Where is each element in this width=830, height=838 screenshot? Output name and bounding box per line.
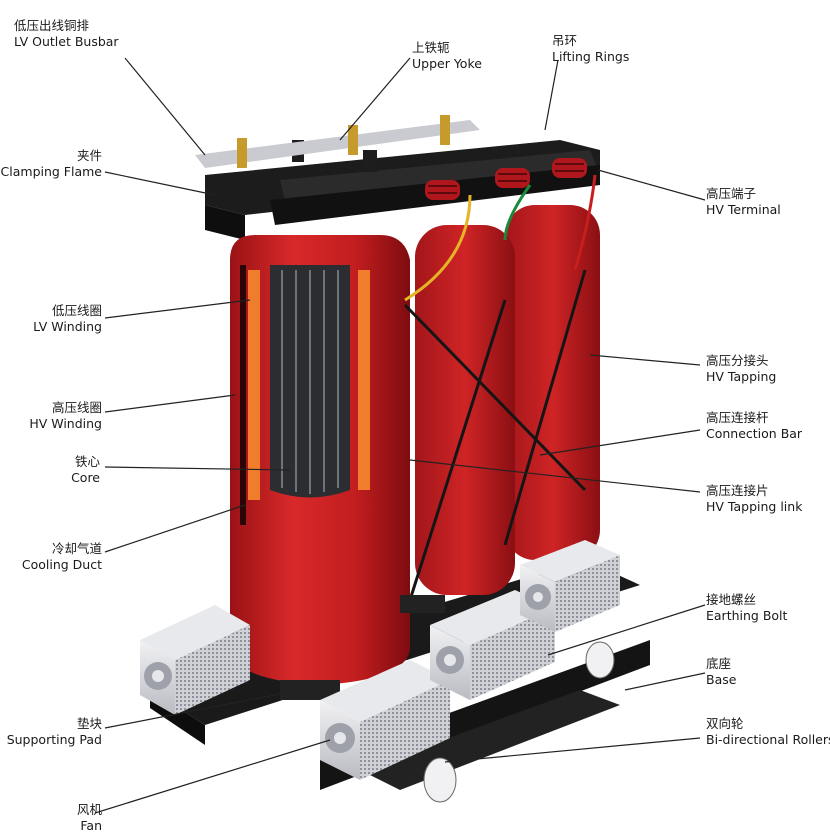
label-hv-tapping-link: 高压连接片 HV Tapping link: [706, 483, 802, 515]
label-cn: 吊环: [552, 33, 578, 48]
label-en: Earthing Bolt: [706, 608, 788, 623]
label-en: HV Terminal: [706, 202, 781, 217]
label-clamping-flame: 夹件 Clamping Flame: [0, 148, 102, 180]
hv-winding-front: [230, 235, 410, 685]
label-cn: 冷却气道: [51, 541, 102, 556]
label-en: Clamping Flame: [0, 164, 102, 179]
label-en: Bi-directional Rollers: [706, 732, 830, 747]
label-hv-tapping: 高压分接头 HV Tapping: [706, 353, 776, 385]
label-base: 底座 Base: [706, 656, 736, 688]
label-earthing-bolt: 接地螺丝 Earthing Bolt: [706, 592, 787, 624]
label-cn: 夹件: [76, 148, 102, 163]
label-cn: 高压端子: [706, 186, 757, 201]
label-en: Cooling Duct: [21, 557, 102, 572]
label-cn: 风机: [76, 802, 102, 817]
label-en: HV Tapping link: [706, 499, 803, 514]
label-cn: 双向轮: [706, 716, 744, 731]
label-en: HV Winding: [29, 416, 102, 431]
label-lv-outlet-busbar: 低压出线铜排 LV Outlet Busbar: [14, 18, 119, 50]
label-bi-directional-rollers: 双向轮 Bi-directional Rollers: [706, 716, 830, 748]
label-cn: 接地螺丝: [706, 592, 757, 607]
label-hv-winding: 高压线圈 HV Winding: [0, 400, 102, 432]
label-lv-winding: 低压线圈 LV Winding: [0, 303, 102, 335]
label-en: Lifting Rings: [552, 49, 630, 64]
label-hv-terminal: 高压端子 HV Terminal: [706, 186, 781, 218]
label-cn: 底座: [706, 656, 732, 671]
rollers: [423, 641, 615, 803]
label-en: Upper Yoke: [412, 56, 482, 71]
hv-terminals: [425, 158, 587, 200]
label-supporting-pad: 垫块 Supporting Pad: [0, 716, 102, 748]
label-connection-bar: 高压连接杆 Connection Bar: [706, 410, 802, 442]
label-lifting-rings: 吊环 Lifting Rings: [552, 33, 629, 65]
label-cn: 高压连接片: [706, 483, 769, 498]
supporting-pads: [280, 595, 445, 700]
label-cn: 垫块: [76, 716, 102, 731]
label-en: Core: [71, 470, 100, 485]
label-en: Base: [706, 672, 737, 687]
label-cn: 高压分接头: [706, 353, 769, 368]
label-en: HV Tapping: [706, 369, 777, 384]
label-cn: 高压线圈: [51, 400, 102, 415]
fans: [140, 540, 620, 780]
label-en: Supporting Pad: [6, 732, 102, 747]
label-en: Connection Bar: [706, 426, 803, 441]
leads: [403, 174, 597, 601]
label-cn: 低压线圈: [51, 303, 102, 318]
label-fan: 风机 Fan: [0, 802, 102, 834]
label-cooling-duct: 冷却气道 Cooling Duct: [0, 541, 102, 573]
label-en: Fan: [80, 818, 102, 833]
leader-lines: [94, 57, 706, 814]
label-upper-yoke: 上铁轭 Upper Yoke: [412, 40, 482, 72]
label-en: LV Winding: [33, 319, 102, 334]
label-cn: 上铁轭: [412, 40, 450, 55]
label-cn: 低压出线铜排: [14, 18, 90, 33]
lv-busbar: [195, 115, 480, 168]
label-core: 铁心 Core: [0, 454, 100, 486]
label-cn: 高压连接杆: [706, 410, 769, 425]
label-en: LV Outlet Busbar: [14, 34, 119, 49]
label-cn: 铁心: [74, 454, 100, 469]
